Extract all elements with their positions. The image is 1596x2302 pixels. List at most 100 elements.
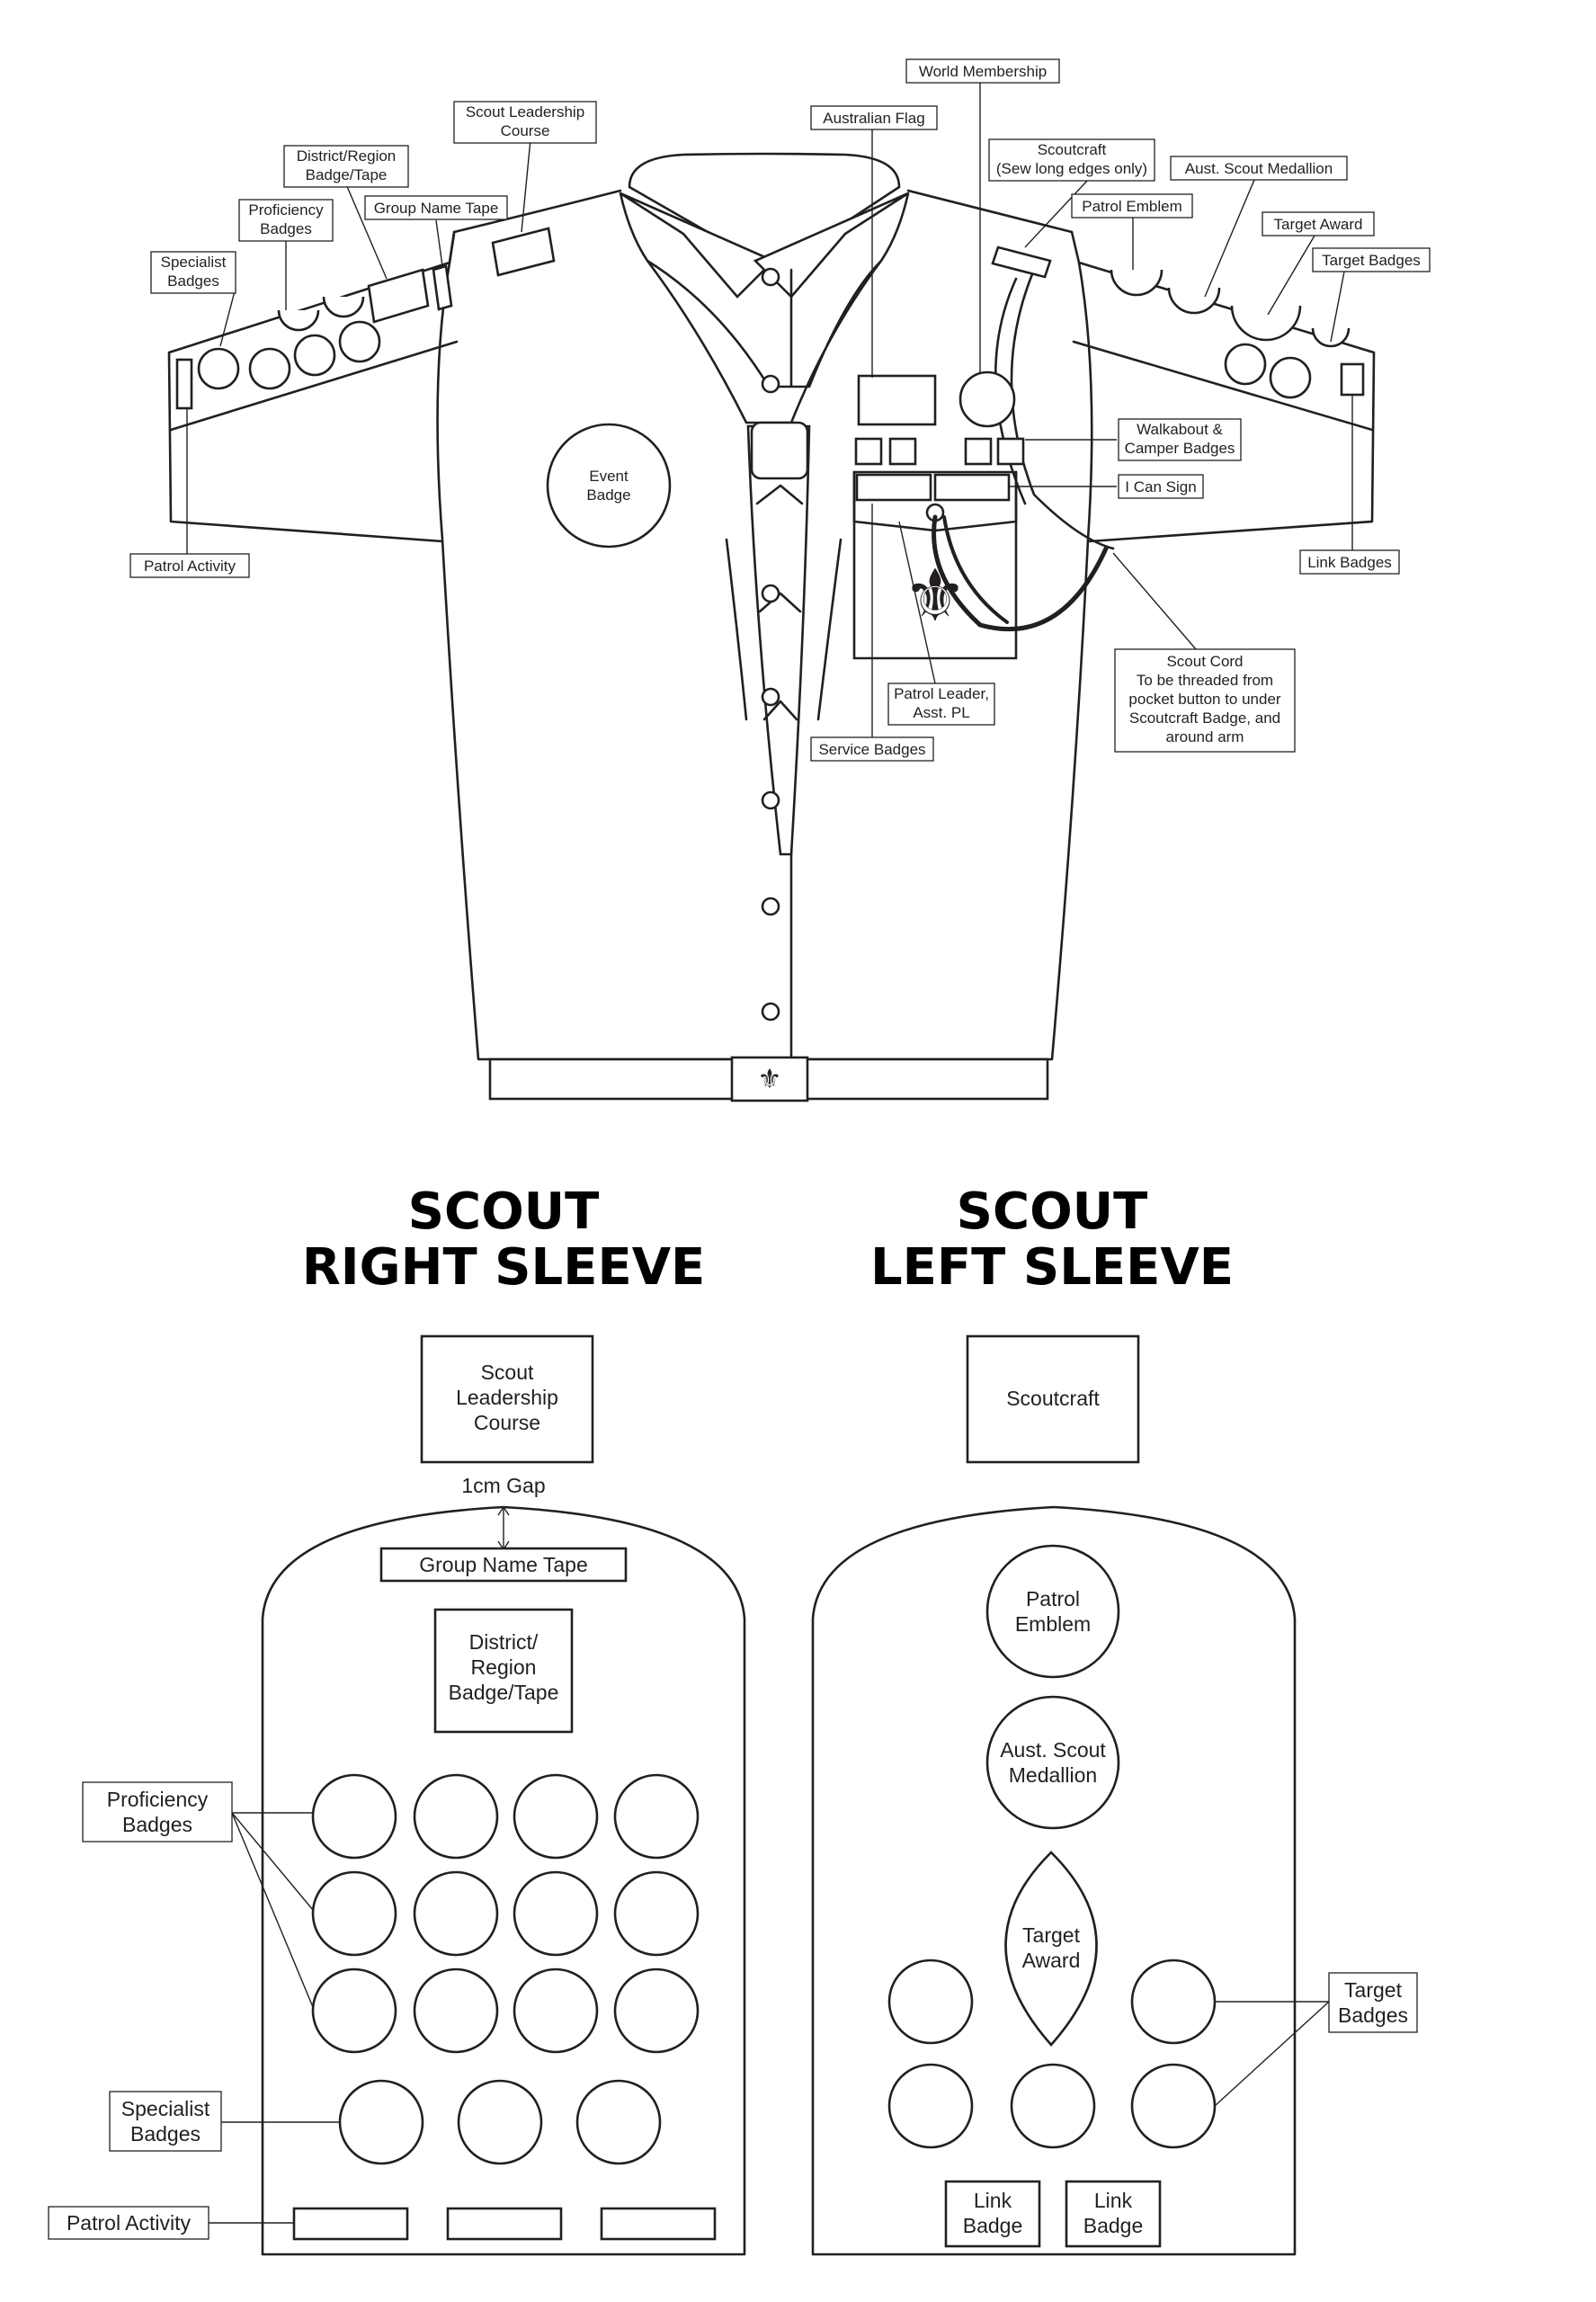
label-aust-scout-medallion: Aust. Scout Medallion [1170,156,1348,181]
left-sleeve-scoutcraft: Scoutcraft [966,1334,1140,1464]
label-service-badges: Service Badges [810,736,934,762]
left-sleeve-aust-scout-medallion: Aust. Scout Medallion [985,1695,1120,1830]
svg-text:Target Award: Target Award [1274,216,1363,233]
svg-text:Specialist: Specialist [121,2097,210,2120]
svg-text:World Membership: World Membership [919,63,1047,80]
right-sleeve-district-region: District/ Region Badge/Tape [433,1608,574,1734]
svg-text:Aust. Scout: Aust. Scout [1000,1738,1106,1762]
label-scout-cord: Scout Cord To be threaded from pocket bu… [1114,648,1296,753]
svg-text:Australian Flag: Australian Flag [823,110,924,127]
svg-text:Badge: Badge [586,486,630,504]
svg-text:LEFT SLEEVE: LEFT SLEEVE [870,1238,1234,1297]
left-sleeve-target-badges [887,1958,1217,2149]
gap-arrow [497,1505,510,1551]
svg-text:SCOUT: SCOUT [408,1182,600,1241]
svg-text:Specialist: Specialist [161,254,227,271]
svg-text:Badge: Badge [1083,2214,1144,2237]
svg-text:Scout: Scout [481,1361,534,1384]
label-event-badge: Event Badge [586,468,630,504]
svg-text:Badge/Tape: Badge/Tape [449,1681,559,1704]
callout-patrol-activity: Patrol Activity [48,2206,294,2240]
label-district-region: District/Region Badge/Tape [283,145,409,188]
svg-text:(Sew long edges only): (Sew long edges only) [996,160,1147,177]
svg-text:I Can Sign: I Can Sign [1125,478,1196,495]
fleur-de-lis-icon: ⚜ [903,556,967,636]
svg-text:Patrol Activity: Patrol Activity [67,2211,192,2235]
svg-text:Scout Leadership: Scout Leadership [466,103,584,120]
label-patrol-leader: Patrol Leader, Asst. PL [887,683,995,726]
svg-text:Scoutcraft: Scoutcraft [1038,141,1107,158]
svg-text:SCOUT: SCOUT [957,1182,1148,1241]
callout-proficiency-badges: Proficiency Badges [82,1781,314,2008]
svg-text:Link Badges: Link Badges [1307,554,1392,571]
svg-text:Emblem: Emblem [1015,1612,1091,1636]
left-sleeve-patrol-emblem: Patrol Emblem [985,1544,1120,1679]
svg-text:RIGHT SLEEVE: RIGHT SLEEVE [302,1238,706,1297]
svg-text:Link: Link [1094,2189,1133,2212]
svg-text:Link: Link [974,2189,1012,2212]
gap-label: 1cm Gap [461,1474,545,1497]
svg-text:Group Name Tape: Group Name Tape [419,1553,588,1576]
svg-text:Patrol Activity: Patrol Activity [144,558,236,575]
svg-text:Medallion: Medallion [1009,1763,1097,1787]
shirt-buttons [761,267,780,1022]
left-sleeve-outline [811,1505,1297,2256]
right-sleeve-patrol-activity-row [292,2207,717,2241]
svg-text:Course: Course [474,1411,540,1434]
label-group-name-tape: Group Name Tape [364,195,508,220]
svg-text:To be threaded from: To be threaded from [1137,672,1273,689]
label-australian-flag: Australian Flag [810,105,938,130]
shirt-leader-lines [186,79,1353,737]
right-sleeve-title: SCOUT RIGHT SLEEVE [302,1182,706,1297]
svg-text:Badges: Badges [1338,2003,1408,2027]
svg-text:Region: Region [471,1655,537,1679]
label-target-award: Target Award [1262,211,1375,236]
left-sleeve-target-award: Target Award [1004,1851,1098,2047]
svg-text:Target Badges: Target Badges [1322,252,1421,269]
label-i-can-sign: I Can Sign [1118,474,1204,499]
svg-text:Scoutcraft: Scoutcraft [1006,1387,1100,1410]
right-sleeve-proficiency-grid [311,1773,700,2054]
svg-text:around arm: around arm [1166,728,1244,745]
svg-text:Patrol Emblem: Patrol Emblem [1082,198,1181,215]
left-sleeve-title: SCOUT LEFT SLEEVE [870,1182,1234,1297]
svg-text:Target: Target [1344,1978,1403,2002]
svg-text:Badge/Tape: Badge/Tape [306,166,388,183]
right-sleeve-group-name-tape: Group Name Tape [379,1547,628,1583]
right-sleeve-specialist-row [338,2079,662,2165]
svg-text:Asst. PL: Asst. PL [913,704,969,721]
svg-text:Target: Target [1022,1923,1081,1947]
svg-text:Leadership: Leadership [456,1386,558,1409]
svg-text:Scoutcraft Badge, and: Scoutcraft Badge, and [1129,709,1280,727]
label-walkabout-camper: Walkabout & Camper Badges [1118,418,1242,461]
svg-text:Event: Event [589,468,629,485]
svg-text:pocket button to under: pocket button to under [1128,691,1281,708]
label-link-badges: Link Badges [1299,549,1400,575]
label-target-badges: Target Badges [1312,247,1431,272]
right-sleeve-leadership-course: Scout Leadership Course [420,1334,594,1464]
svg-text:Walkabout &: Walkabout & [1137,421,1223,438]
svg-text:Badge: Badge [963,2214,1023,2237]
svg-text:Badges: Badges [122,1813,192,1836]
label-scout-leadership-course: Scout Leadership Course [453,101,597,144]
svg-text:Course: Course [501,122,550,139]
right-sleeve-outline [261,1505,746,2256]
label-specialist-badges: Specialist Badges [150,251,236,294]
svg-text:District/: District/ [469,1630,539,1654]
svg-text:Badges: Badges [130,2122,201,2146]
left-sleeve-link-badge-1: Link Badge [944,2180,1041,2248]
svg-text:Patrol Leader,: Patrol Leader, [894,685,989,702]
svg-text:Proficiency: Proficiency [248,201,324,219]
label-patrol-activity: Patrol Activity [129,553,250,578]
label-world-membership: World Membership [905,58,1060,84]
svg-text:Scout Cord: Scout Cord [1166,653,1243,670]
left-sleeve-link-badge-2: Link Badge [1065,2180,1162,2248]
shirt-drawing: ⚜ ⚜ [167,152,1376,1102]
label-patrol-emblem: Patrol Emblem [1071,193,1193,219]
svg-text:Badges: Badges [260,220,312,237]
svg-text:Badges: Badges [167,272,219,290]
svg-text:Service Badges: Service Badges [818,741,925,758]
svg-text:Proficiency: Proficiency [107,1788,209,1811]
svg-text:Patrol: Patrol [1026,1587,1080,1611]
